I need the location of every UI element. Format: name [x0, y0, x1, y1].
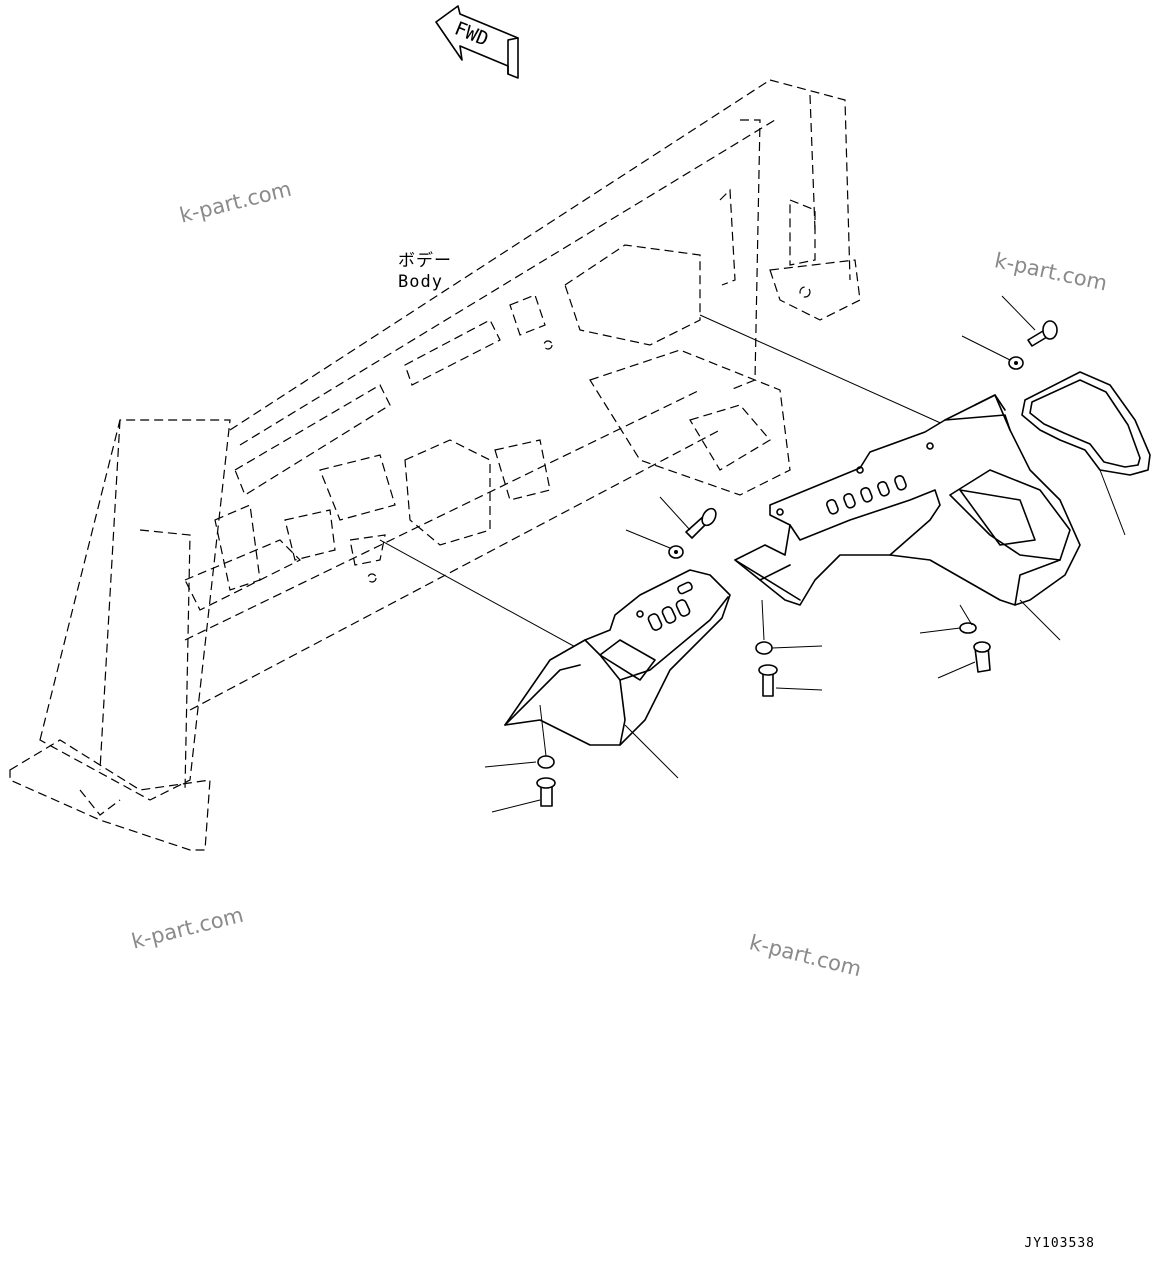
- leader-left-cover-part: [624, 724, 679, 779]
- leader-gasket-part: [1099, 469, 1126, 536]
- body-frame: [9, 79, 861, 851]
- leader-right-cover: [699, 314, 946, 426]
- leader-left-cover: [379, 539, 591, 656]
- right-cover: [734, 394, 1081, 606]
- forward-arrow-icon: FWD: [435, 5, 519, 79]
- washer-icon: [1008, 356, 1024, 370]
- left-cover: [504, 569, 731, 746]
- bolt-icon: [685, 507, 717, 539]
- leader-right-nut: [959, 604, 973, 626]
- bolt-icon: [973, 641, 991, 673]
- body-label-japanese: ボデー: [398, 251, 452, 271]
- washer-icon: [668, 545, 684, 559]
- nut-icon: [755, 641, 773, 655]
- bolt-icon: [536, 777, 556, 807]
- figure-id: JY103538: [1024, 1236, 1095, 1251]
- nut-icon: [537, 755, 555, 769]
- bolt-icon: [1027, 320, 1058, 347]
- gasket: [1021, 371, 1151, 476]
- leader-center-nut: [761, 599, 765, 641]
- leader-right-cover-part: [1019, 599, 1061, 641]
- leader-left-nut: [539, 704, 547, 757]
- body-label-english: Body: [398, 272, 443, 292]
- bolt-icon: [758, 664, 778, 697]
- nut-icon: [959, 622, 977, 634]
- fasteners: [484, 295, 1058, 813]
